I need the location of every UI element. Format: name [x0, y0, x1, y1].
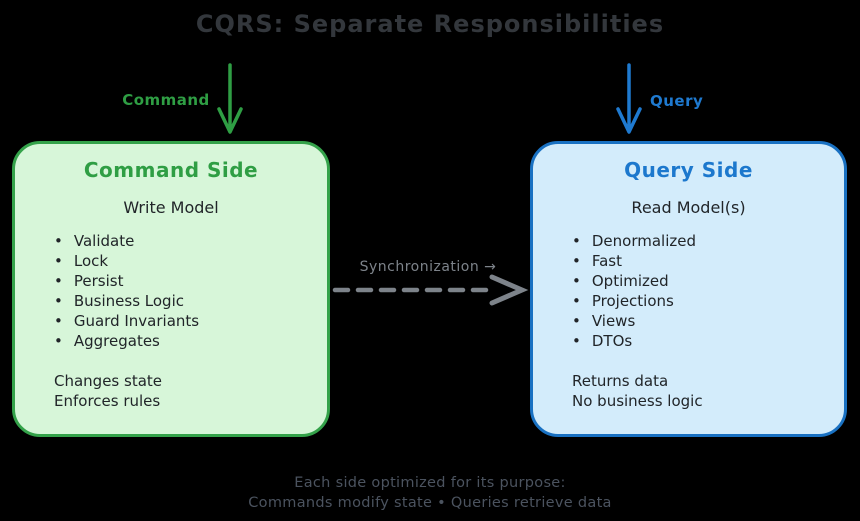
list-item: Lock: [54, 251, 309, 271]
command-side-footer: Changes state Enforces rules: [33, 371, 309, 411]
query-side-title: Query Side: [624, 158, 753, 182]
list-item: Optimized: [572, 271, 826, 291]
synchronization-label: Synchronization →: [359, 259, 497, 275]
footer-line: Changes state: [54, 372, 163, 390]
command-side-subtitle: Write Model: [123, 198, 219, 217]
command-arrow-down-icon: [217, 63, 243, 134]
caption-line-1: Each side optimized for its purpose:: [294, 475, 566, 491]
synchronization-dashed-arrow-icon: [332, 274, 529, 306]
footer-line: Returns data: [572, 372, 669, 390]
query-side-footer: Returns data No business logic: [551, 371, 826, 411]
caption-line-2: Commands modify state • Queries retrieve…: [248, 495, 612, 511]
bottom-caption: Each side optimized for its purpose: Com…: [0, 473, 860, 513]
query-side-bullet-list: Denormalized Fast Optimized Projections …: [551, 231, 826, 351]
list-item: Aggregates: [54, 331, 309, 351]
command-side-bullet-list: Validate Lock Persist Business Logic Gua…: [33, 231, 309, 351]
list-item: Denormalized: [572, 231, 826, 251]
footer-line: No business logic: [572, 392, 703, 410]
list-item: Business Logic: [54, 291, 309, 311]
command-flow-label: Command: [122, 91, 210, 109]
list-item: DTOs: [572, 331, 826, 351]
list-item: Persist: [54, 271, 309, 291]
query-arrow-down-icon: [616, 63, 642, 134]
query-side-box: Query Side Read Model(s) Denormalized Fa…: [530, 141, 847, 437]
list-item: Projections: [572, 291, 826, 311]
query-side-subtitle: Read Model(s): [631, 198, 746, 217]
command-side-box: Command Side Write Model Validate Lock P…: [12, 141, 330, 437]
list-item: Views: [572, 311, 826, 331]
command-side-title: Command Side: [83, 158, 259, 182]
footer-line: Enforces rules: [54, 392, 161, 410]
list-item: Guard Invariants: [54, 311, 309, 331]
list-item: Validate: [54, 231, 309, 251]
list-item: Fast: [572, 251, 826, 271]
diagram-title: CQRS: Separate Responsibilities: [195, 10, 665, 38]
query-flow-label: Query: [650, 92, 704, 110]
